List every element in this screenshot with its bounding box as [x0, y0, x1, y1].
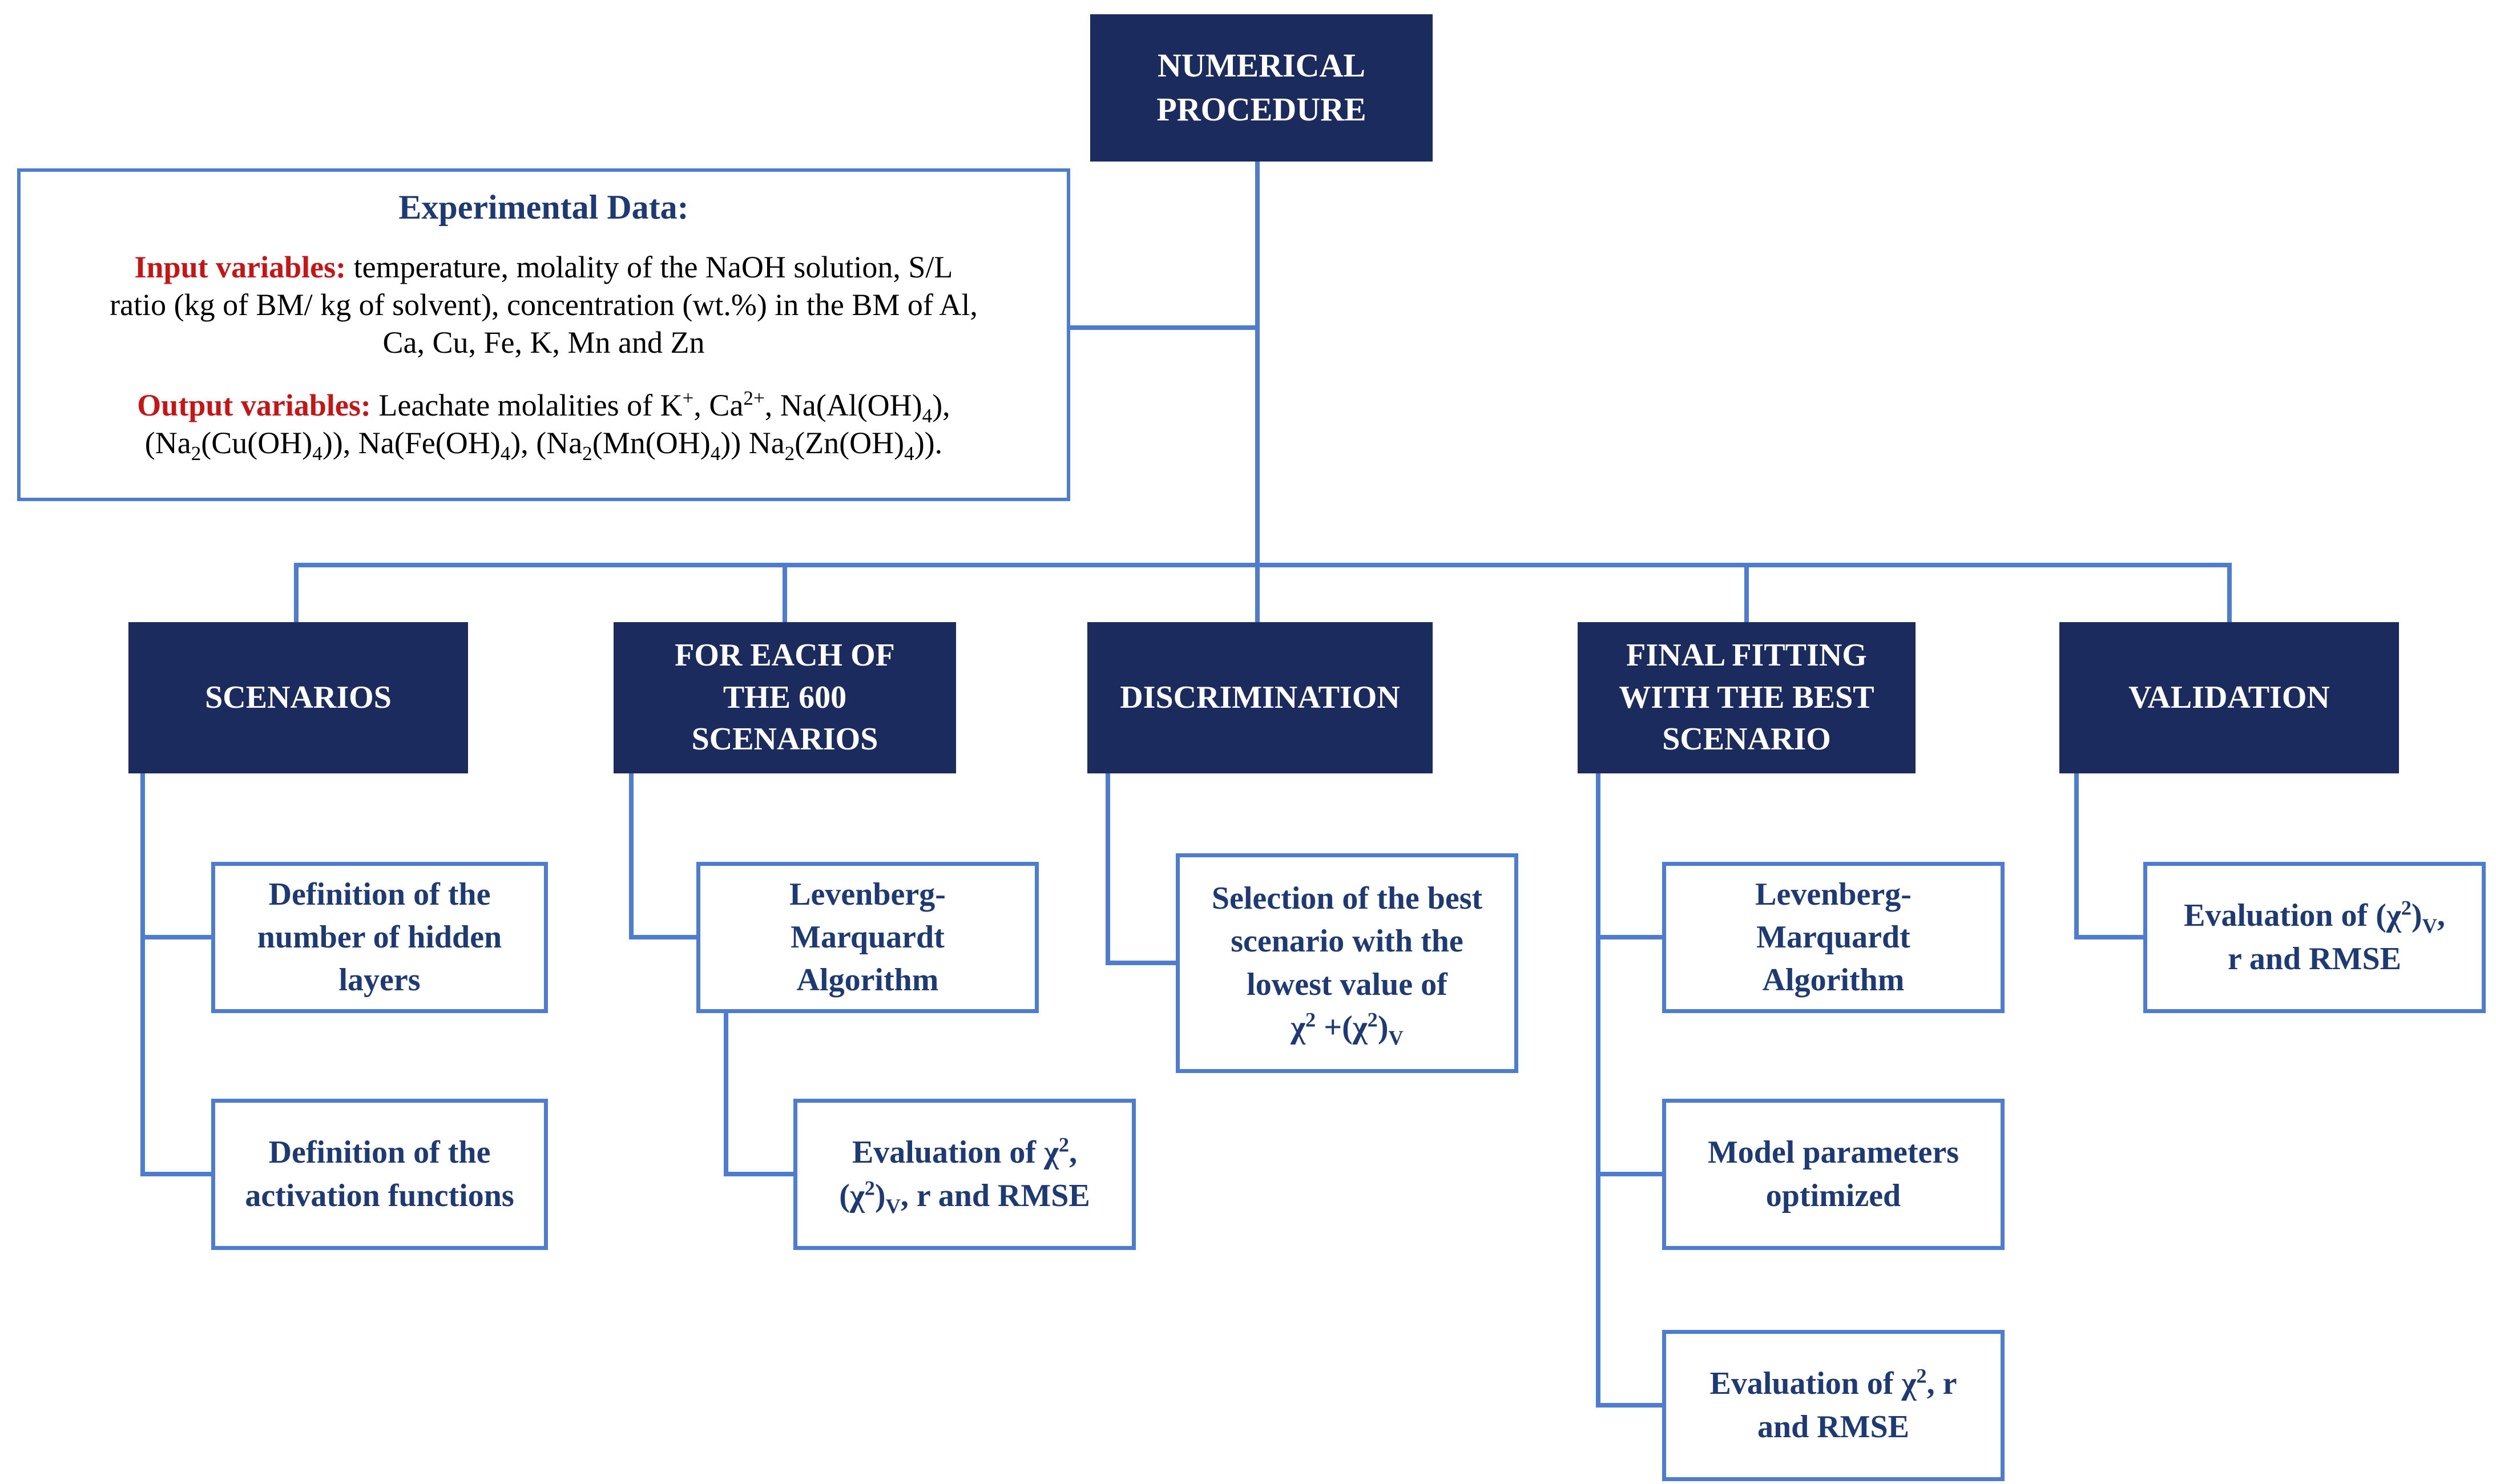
connector-stub-hidden-layers	[140, 935, 211, 939]
connector-discrimination-vertical	[1106, 773, 1110, 965]
node-discrimination-label: DISCRIMINATION	[1120, 679, 1400, 715]
input-variables-paragraph: Input variables: temperature, molality o…	[110, 249, 978, 362]
node-validation: VALIDATION	[2059, 622, 2399, 773]
connector-drop-validation	[2227, 563, 2232, 622]
connector-distribution-horizontal	[294, 563, 2232, 567]
connector-stub-activation-functions	[140, 1172, 211, 1176]
connector-stub-selection	[1106, 961, 1176, 965]
output-variables-paragraph: Output variables: Leachate molalities of…	[137, 386, 950, 465]
output-variables-label: Output variables:	[137, 388, 371, 422]
node-evaluation-chi2v-r-rmse: Evaluation of (χ2)V,r and RMSE	[2143, 862, 2486, 1013]
connector-stub-model-parameters	[1596, 1172, 1662, 1176]
connector-drop-scenarios	[294, 563, 299, 622]
panel-experimental-data: Experimental Data: Input variables: temp…	[17, 168, 1070, 501]
connector-levenberg-to-evaluation-vertical	[724, 1013, 728, 1176]
input-variables-text: temperature, molality of the NaOH soluti…	[110, 250, 978, 360]
connector-final-fitting-vertical	[1596, 773, 1600, 1408]
connector-stub-evaluation-chi2	[724, 1172, 793, 1176]
connector-stub-levenberg-2	[1596, 935, 1662, 939]
connector-stub-evaluation-chi2v	[2074, 935, 2143, 939]
node-evaluation-chi2v-r-rmse-label: Evaluation of (χ2)V,r and RMSE	[2184, 896, 2445, 977]
node-discrimination: DISCRIMINATION	[1087, 622, 1433, 773]
connector-experimental-to-root	[1070, 325, 1260, 330]
connector-root-vertical	[1255, 162, 1260, 565]
connector-scenarios-vertical	[140, 773, 145, 1176]
connector-drop-for-each	[783, 563, 787, 622]
node-scenarios-label: SCENARIOS	[205, 679, 392, 715]
connector-stub-evaluation-chi2-r	[1596, 1403, 1662, 1408]
node-evaluation-chi2-chi2v-label: Evaluation of χ2,(χ2)V, r and RMSE	[839, 1133, 1090, 1217]
connector-for-each-vertical	[629, 773, 634, 939]
node-scenarios: SCENARIOS	[128, 622, 468, 773]
output-variables-text: Leachate molalities of K+, Ca2+, Na(Al(O…	[144, 386, 950, 465]
input-variables-label: Input variables:	[134, 250, 346, 284]
node-evaluation-chi2-chi2v: Evaluation of χ2,(χ2)V, r and RMSE	[793, 1099, 1136, 1250]
connector-validation-vertical	[2074, 773, 2079, 939]
connector-drop-final-fitting	[1744, 563, 1749, 622]
node-validation-label: VALIDATION	[2128, 679, 2330, 715]
experimental-data-title: Experimental Data:	[398, 188, 689, 226]
connector-stub-levenberg-1	[629, 935, 696, 939]
connector-drop-discrimination	[1255, 563, 1260, 622]
